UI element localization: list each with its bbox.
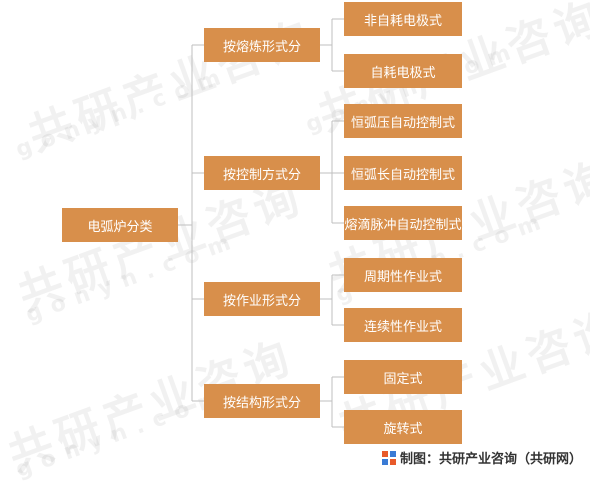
category-node: 按作业形式分: [204, 282, 320, 316]
source-text: 制图：共研产业咨询（共研网）: [399, 452, 582, 467]
connector-lines: [178, 18, 344, 428]
type-node: 非自耗电极式: [344, 2, 462, 36]
source-footer: 制图：共研产业咨询（共研网）: [381, 448, 582, 467]
root-node: 电弧炉分类: [62, 208, 178, 242]
type-node: 旋转式: [344, 410, 462, 444]
type-node: 周期性作业式: [344, 258, 462, 292]
category-node: 按熔炼形式分: [204, 28, 320, 62]
gonyn-logo-icon: [381, 450, 396, 465]
type-node: 熔滴脉冲自动控制式: [344, 206, 462, 240]
type-node: 恒弧长自动控制式: [344, 156, 462, 190]
type-node: 固定式: [344, 360, 462, 394]
category-node: 按控制方式分: [204, 156, 320, 190]
type-node: 自耗电极式: [344, 54, 462, 88]
type-node: 恒弧压自动控制式: [344, 104, 462, 138]
type-node: 连续性作业式: [344, 308, 462, 342]
category-node: 按结构形式分: [204, 384, 320, 418]
